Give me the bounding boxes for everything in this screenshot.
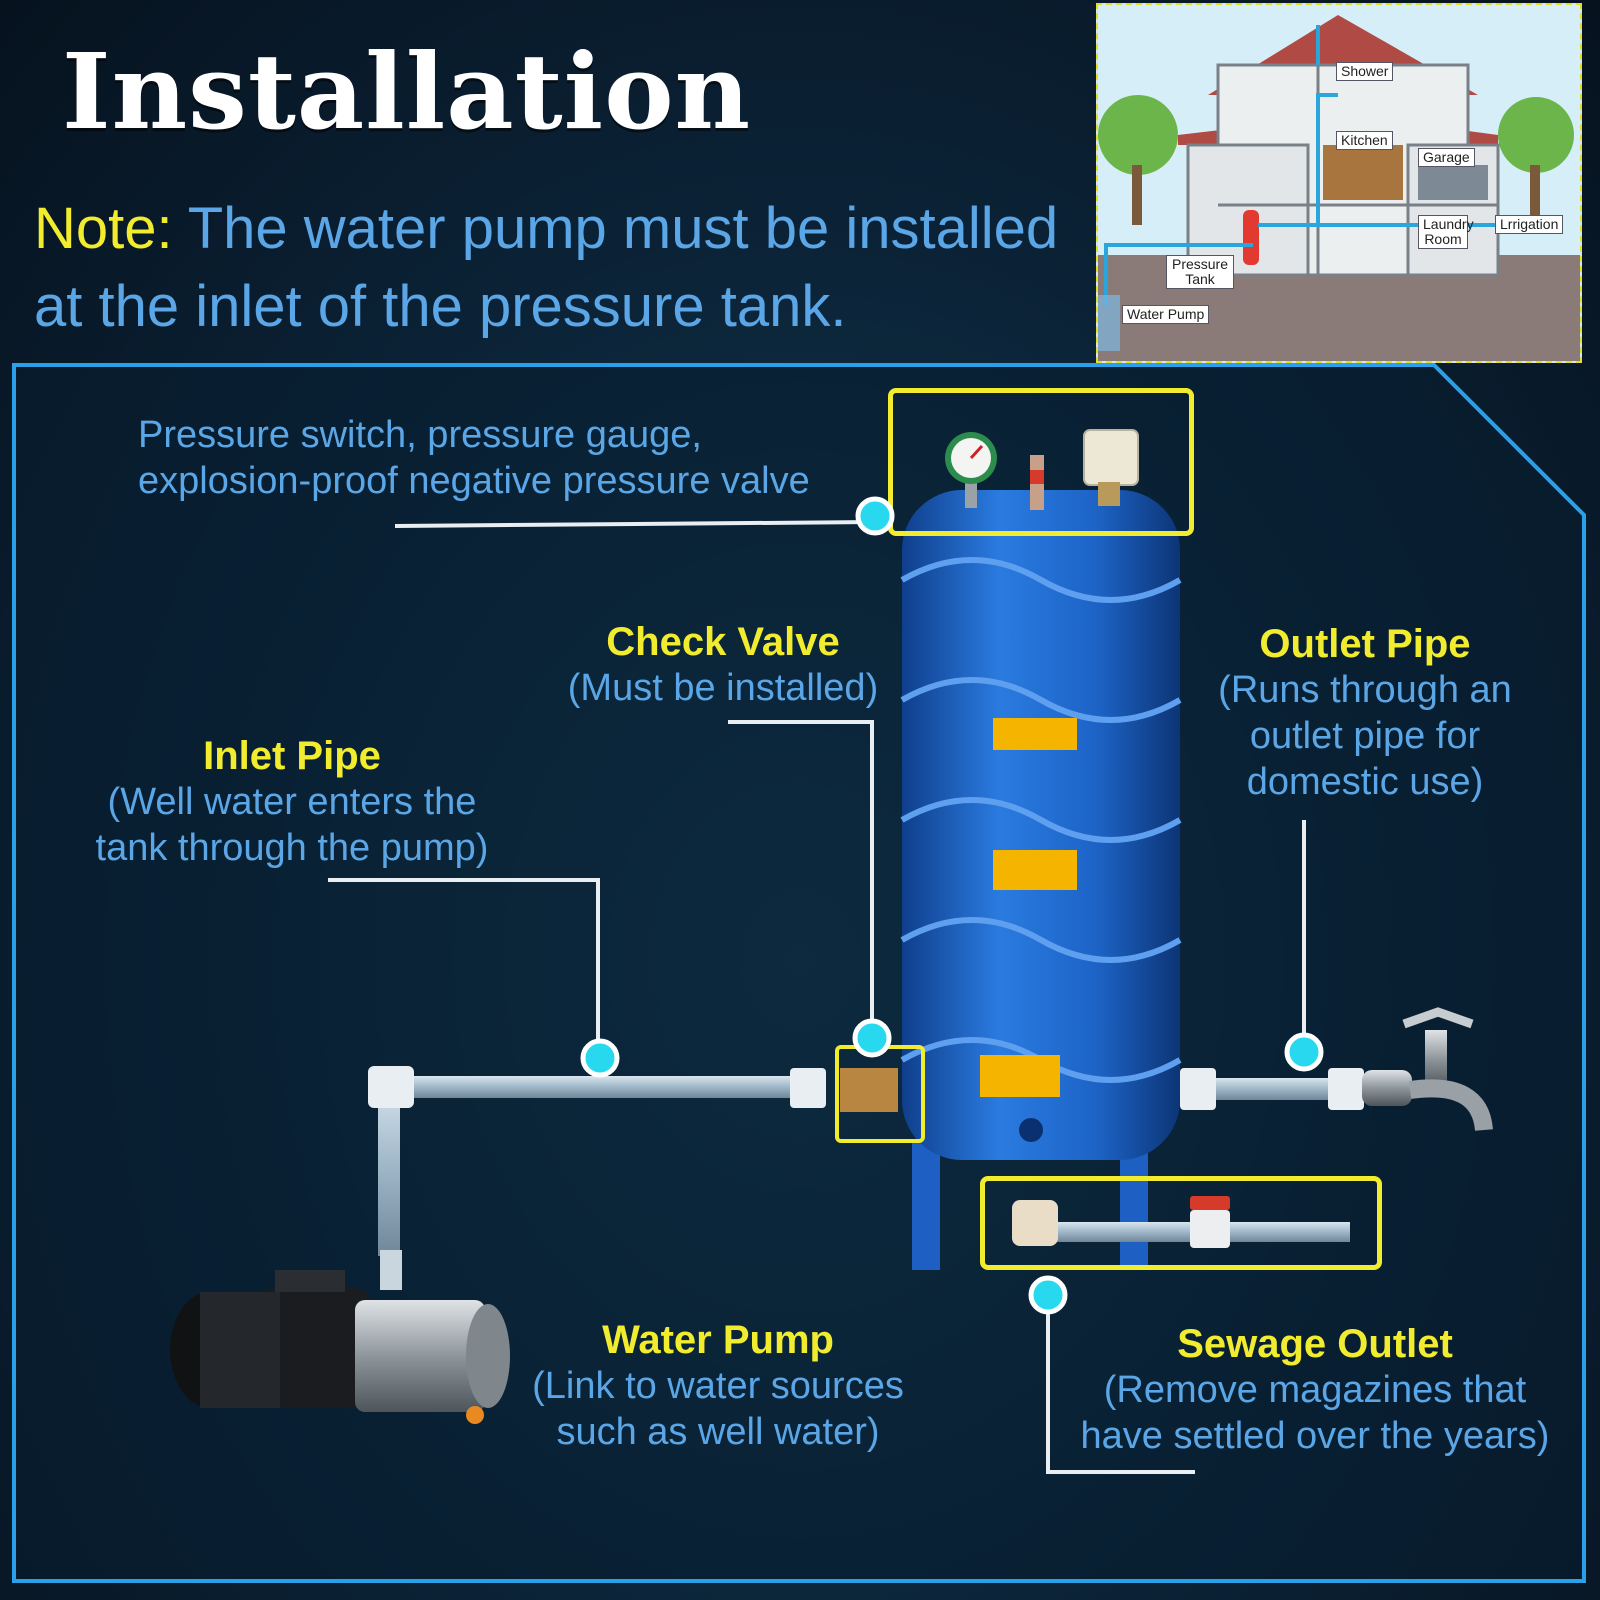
pressure-switch-line-1: Pressure switch, pressure gauge,	[138, 414, 702, 456]
water-pump-line-1: (Link to water sources	[532, 1365, 904, 1407]
diagram-panel	[12, 363, 1586, 1583]
pressure-switch	[1083, 429, 1139, 506]
tank-leg	[1120, 1140, 1148, 1270]
inlet-pipe-line-1: (Well water enters the	[107, 781, 477, 823]
house-label-kitchen: Kitchen	[1336, 131, 1393, 150]
marker-outlet-pipe	[1284, 1032, 1324, 1072]
pressure-switch-line-2: explosion-proof negative pressure valve	[138, 460, 810, 502]
outlet-pipe-line-1: (Runs through an	[1218, 669, 1512, 711]
top-fittings-highlight	[888, 388, 1194, 536]
tank-sticker	[993, 718, 1077, 750]
leader-inlet-pipe	[328, 878, 600, 1058]
marker-inlet-pipe	[580, 1038, 620, 1078]
inlet-pipe-line-2: tank through the pump)	[95, 827, 489, 869]
leader-pressure-switch	[394, 520, 876, 528]
sewage-outlet-title: Sewage Outlet	[1177, 1322, 1453, 1366]
marker-check-valve	[852, 1018, 892, 1058]
outlet-pipe	[1180, 1068, 1364, 1110]
house-label-shower: Shower	[1336, 62, 1394, 81]
pressure-gauge	[945, 432, 997, 508]
outlet-pipe-line-2: outlet pipe for	[1249, 715, 1481, 757]
sewage-highlight	[980, 1176, 1382, 1270]
negative-pressure-valve	[1030, 455, 1044, 510]
house-inset: Shower Kitchen Garage Laundry Room Lrrig…	[1096, 3, 1582, 363]
house-label-water-pump: Water Pump	[1122, 305, 1210, 324]
sewage-outlet-line-2: have settled over the years)	[1080, 1415, 1550, 1457]
check-valve-desc: (Must be installed)	[567, 667, 879, 709]
leader-sewage-outlet	[1046, 1295, 1195, 1474]
marker-pressure-switch	[855, 496, 895, 536]
house-label-laundry: Laundry Room	[1418, 215, 1474, 249]
tank-sticker	[980, 1055, 1060, 1097]
leader-check-valve	[728, 720, 874, 1040]
inlet-pipe	[368, 1066, 826, 1256]
faucet	[1362, 1007, 1493, 1132]
note-line-2: at the inlet of the pressure tank.	[34, 274, 847, 339]
tank-port	[1019, 1118, 1043, 1142]
label-inlet-pipe: Inlet Pipe (Well water enters the tank t…	[72, 734, 512, 871]
sewage-outlet-line-1: (Remove magazines that	[1103, 1369, 1527, 1411]
installation-note: Note: The water pump must be installed a…	[34, 190, 1074, 346]
page-title: Installation	[62, 30, 752, 153]
house-label-pressure-tank: Pressure Tank	[1166, 255, 1234, 289]
check-valve-title: Check Valve	[606, 620, 840, 664]
outlet-pipe-title: Outlet Pipe	[1259, 622, 1471, 666]
water-pump-unit	[170, 1250, 510, 1424]
inlet-pipe-title: Inlet Pipe	[203, 734, 381, 778]
label-water-pump: Water Pump (Link to water sources such a…	[518, 1318, 918, 1455]
label-check-valve: Check Valve (Must be installed)	[548, 620, 898, 711]
label-outlet-pipe: Outlet Pipe (Runs through an outlet pipe…	[1180, 622, 1550, 805]
tank-leg	[912, 1140, 940, 1270]
note-line-1: The water pump must be installed	[172, 196, 1059, 261]
marker-sewage-outlet	[1028, 1275, 1068, 1315]
water-pump-title: Water Pump	[602, 1318, 834, 1362]
sewage-pipe	[1012, 1196, 1350, 1248]
note-lead: Note:	[34, 196, 173, 261]
label-pressure-switch: Pressure switch, pressure gauge, explosi…	[138, 412, 810, 504]
check-valve	[840, 1068, 898, 1112]
house-label-irrigation: Lrrigation	[1495, 215, 1564, 234]
tank-sticker	[993, 850, 1077, 890]
pressure-tank	[900, 490, 1182, 1160]
outlet-pipe-line-3: domestic use)	[1246, 761, 1484, 803]
water-pump-line-2: such as well water)	[556, 1411, 880, 1453]
label-sewage-outlet: Sewage Outlet (Remove magazines that hav…	[1055, 1322, 1575, 1459]
house-label-garage: Garage	[1418, 148, 1475, 167]
